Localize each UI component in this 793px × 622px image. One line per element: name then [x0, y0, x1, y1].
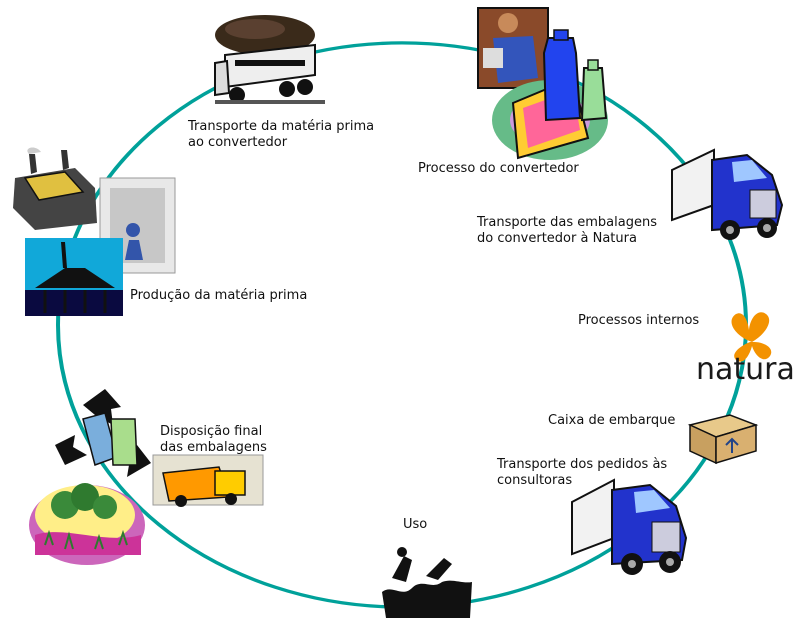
label-line: Processos internos — [578, 313, 700, 328]
label-line: Transporte dos pedidos às — [497, 457, 668, 472]
label-line: Uso — [403, 517, 428, 532]
cardboard-box-icon — [687, 414, 759, 465]
recycling-icon — [29, 389, 264, 565]
label-shipping-box: Caixa de embarque — [548, 413, 675, 429]
label-line: Produção da matéria prima — [130, 288, 308, 303]
dump-truck-icon — [214, 15, 325, 104]
label-use: Uso — [403, 517, 427, 533]
label-transport-orders: Transporte dos pedidos às consultoras — [497, 457, 667, 489]
label-line: Transporte da matéria prima — [188, 119, 375, 134]
semi-truck-icon — [671, 148, 784, 240]
bath-figure-icon — [382, 547, 472, 618]
label-line: Disposição final — [160, 424, 263, 439]
label-final-disposal: Disposição final das embalagens — [160, 424, 267, 456]
semi-truck-icon — [571, 478, 688, 575]
label-converter-process: Processo do convertedor — [418, 161, 579, 177]
label-raw-material-production: Produção da matéria prima — [130, 288, 307, 304]
oil-platform-icon — [13, 147, 176, 316]
factory-worker-bottles-icon — [477, 7, 608, 160]
label-line: Caixa de embarque — [548, 413, 676, 428]
label-line: das embalagens — [160, 440, 267, 455]
natura-logo-icon — [731, 312, 772, 362]
label-internal-processes: Processos internos — [578, 313, 699, 329]
natura-logo-text: natura — [696, 352, 793, 387]
label-line: consultoras — [497, 473, 573, 488]
label-line: Transporte das embalagens — [477, 215, 657, 230]
label-line: do convertedor à Natura — [477, 231, 637, 246]
label-transport-packaging: Transporte das embalagens do convertedor… — [477, 215, 657, 247]
label-transport-raw-material: Transporte da matéria prima ao converted… — [188, 119, 374, 151]
label-line: ao convertedor — [188, 135, 288, 150]
label-line: Processo do convertedor — [418, 161, 579, 176]
